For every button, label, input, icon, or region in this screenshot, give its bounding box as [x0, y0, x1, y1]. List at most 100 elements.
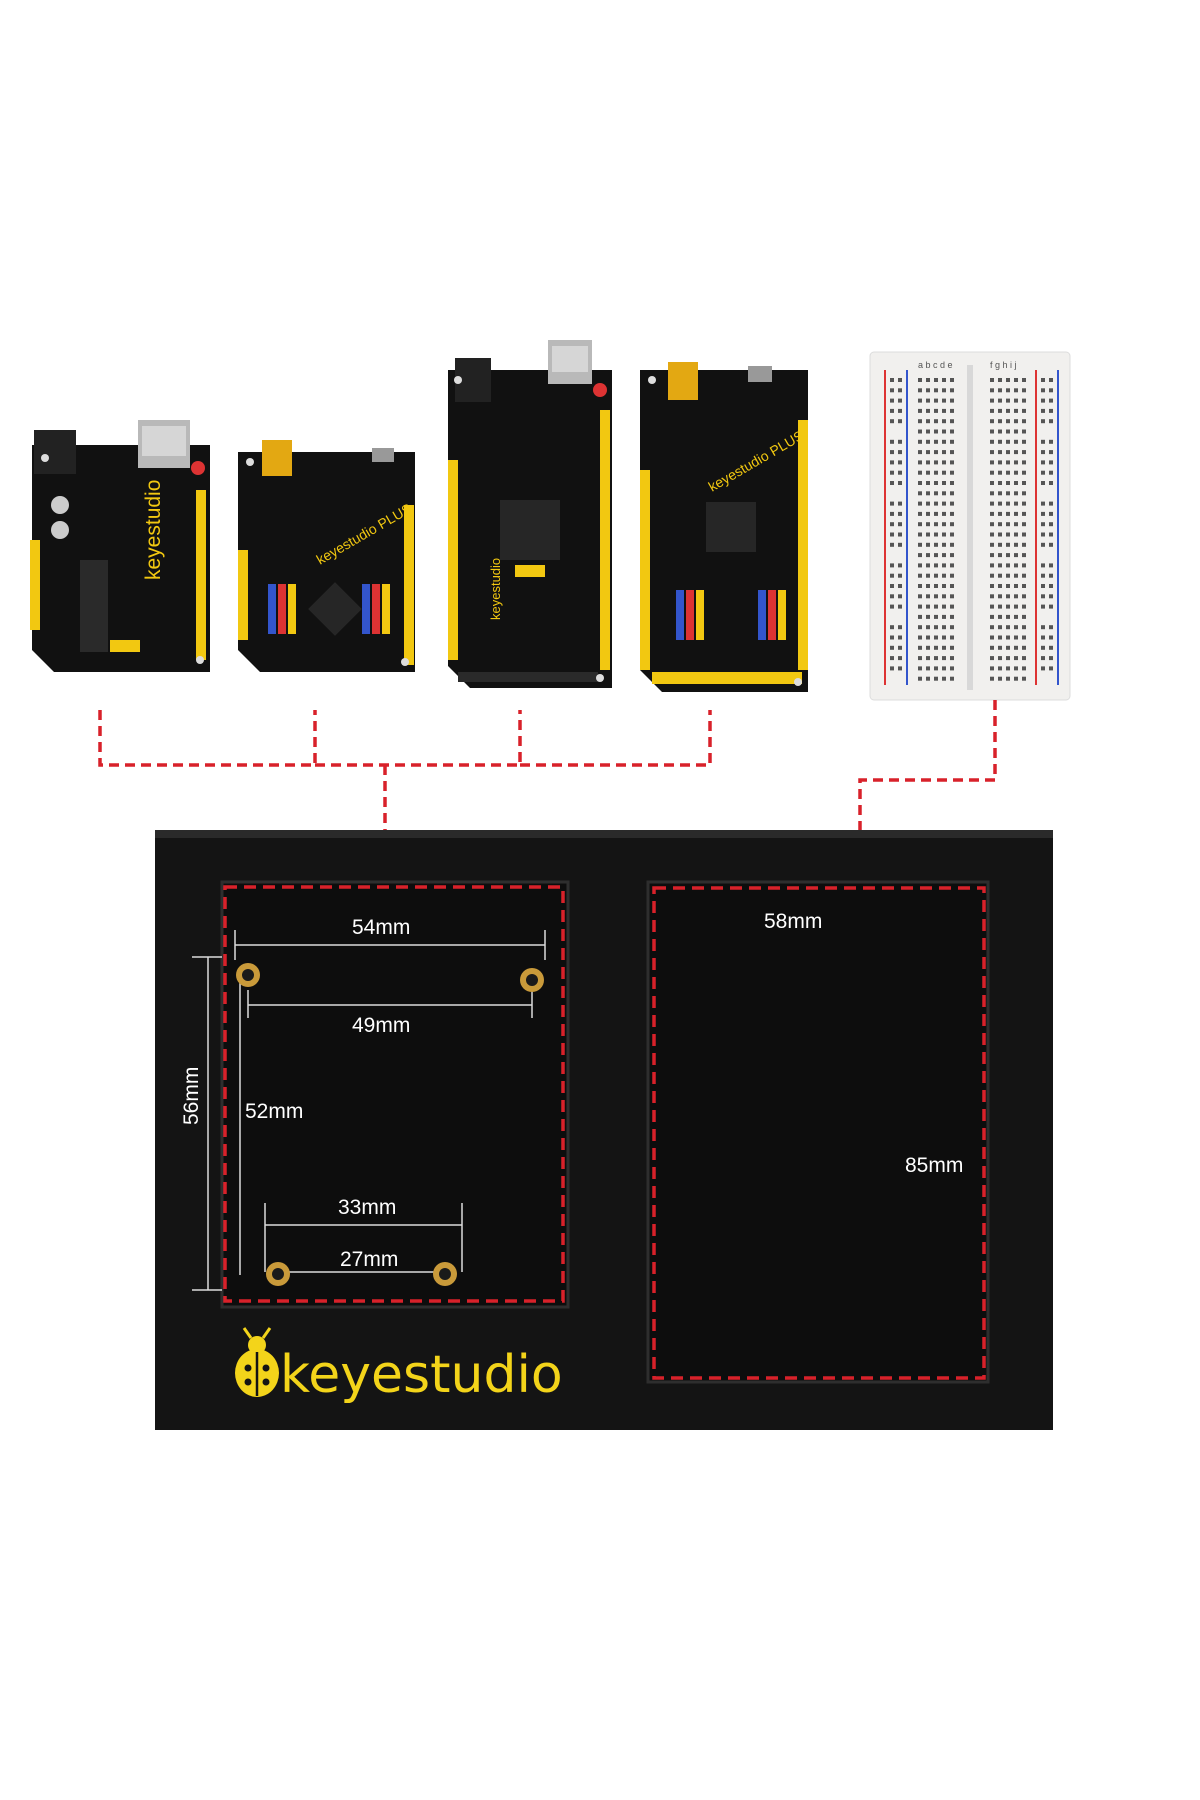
breadboard-hole [998, 378, 1002, 382]
breadboard-rail-hole [1041, 511, 1045, 516]
breadboard-hole [950, 625, 954, 630]
dim-hole-span-bottom: 27mm [340, 1248, 398, 1271]
breadboard-hole [942, 553, 946, 558]
breadboard-hole [998, 532, 1002, 537]
breadboard-rail-hole [898, 563, 902, 568]
breadboard-hole [1014, 388, 1018, 393]
breadboard-hole [942, 398, 946, 403]
breadboard-rail-hole [1041, 388, 1045, 393]
breadboard-hole [998, 594, 1002, 599]
breadboard-hole [926, 553, 930, 558]
breadboard-hole [926, 450, 930, 455]
breadboard-rail-hole [898, 532, 902, 537]
breadboard-hole [1022, 614, 1026, 619]
breadboard-rail-hole [1041, 378, 1045, 382]
breadboard-hole [942, 511, 946, 516]
breadboard-hole [926, 408, 930, 413]
breadboard-hole [990, 378, 994, 382]
breadboard-rail-hole [890, 439, 894, 444]
breadboard-rail-hole [1049, 398, 1053, 403]
breadboard-hole [934, 388, 938, 393]
breadboard-rail-hole [898, 666, 902, 671]
breadboard-hole [998, 676, 1002, 681]
breadboard-hole [1022, 584, 1026, 588]
breadboard-hole [1006, 460, 1010, 465]
breadboard-rail-hole [890, 542, 894, 547]
breadboard-hole [998, 439, 1002, 444]
breadboard-rail-hole [890, 563, 894, 568]
breadboard: a b c d e f g h i j [869, 351, 1071, 701]
breadboard-hole [942, 542, 946, 547]
dim-bottom-width: 33mm [338, 1196, 396, 1219]
breadboard-hole [942, 614, 946, 619]
breadboard-hole [942, 604, 946, 609]
breadboard-hole [990, 666, 994, 671]
breadboard-rail-hole [1041, 625, 1045, 630]
breadboard-hole [926, 542, 930, 547]
breadboard-hole [1014, 419, 1018, 424]
breadboard-hole [1014, 408, 1018, 413]
breadboard-hole [1014, 378, 1018, 382]
breadboard-rail-hole [1041, 542, 1045, 547]
breadboard-hole [1022, 563, 1026, 568]
breadboard-hole [1022, 656, 1026, 661]
breadboard-rail-hole [898, 450, 902, 455]
breadboard-hole [934, 676, 938, 681]
breadboard-rail-hole [890, 584, 894, 588]
breadboard-hole [998, 584, 1002, 588]
breadboard-hole [1014, 553, 1018, 558]
breadboard-hole [998, 388, 1002, 393]
breadboard-hole [926, 501, 930, 506]
breadboard-rail-hole [898, 470, 902, 475]
breadboard-rail-hole [1049, 511, 1053, 516]
breadboard-hole [990, 439, 994, 444]
breadboard-hole [918, 388, 922, 393]
breadboard-hole [942, 408, 946, 413]
breadboard-hole [1022, 450, 1026, 455]
breadboard-hole [1014, 614, 1018, 619]
breadboard-hole [950, 481, 954, 485]
breadboard-rail-hole [890, 573, 894, 578]
breadboard-hole [926, 388, 930, 393]
breadboard-hole [998, 542, 1002, 547]
breadboard-hole [1022, 388, 1026, 393]
breadboard-hole [950, 501, 954, 506]
breadboard-rail-hole [890, 481, 894, 485]
breadboard-hole [918, 553, 922, 558]
breadboard-hole [942, 656, 946, 661]
breadboard-hole [1014, 429, 1018, 434]
breadboard-hole [998, 656, 1002, 661]
breadboard-hole [926, 481, 930, 485]
breadboard-hole [1022, 532, 1026, 537]
breadboard-rail-hole [1041, 584, 1045, 588]
breadboard-hole [990, 625, 994, 630]
breadboard-hole [990, 584, 994, 588]
breadboard-hole [918, 408, 922, 413]
breadboard-hole [1022, 542, 1026, 547]
breadboard-hole [1006, 481, 1010, 485]
breadboard-hole [934, 645, 938, 650]
breadboard-hole [950, 398, 954, 403]
breadboard-hole [934, 429, 938, 434]
breadboard-hole [998, 511, 1002, 516]
breadboard-rail-hole [890, 450, 894, 455]
breadboard-rail-hole [898, 408, 902, 413]
breadboard-rail-hole [890, 419, 894, 424]
breadboard-rail-hole [898, 439, 902, 444]
breadboard-rail-hole [1041, 419, 1045, 424]
breadboard-hole [1022, 398, 1026, 403]
breadboard-rail-hole [1049, 532, 1053, 537]
breadboard-hole [918, 614, 922, 619]
breadboard-rail-hole [890, 635, 894, 640]
breadboard-rail-hole [1041, 635, 1045, 640]
breadboard-rail-hole [1041, 501, 1045, 506]
breadboard-hole [1006, 419, 1010, 424]
breadboard-hole [950, 635, 954, 640]
breadboard-hole [1022, 439, 1026, 444]
breadboard-hole [942, 419, 946, 424]
breadboard-hole [950, 614, 954, 619]
breadboard-hole [942, 439, 946, 444]
breadboard-hole [934, 604, 938, 609]
breadboard-rail-hole [1049, 542, 1053, 547]
breadboard-rail-hole [890, 625, 894, 630]
